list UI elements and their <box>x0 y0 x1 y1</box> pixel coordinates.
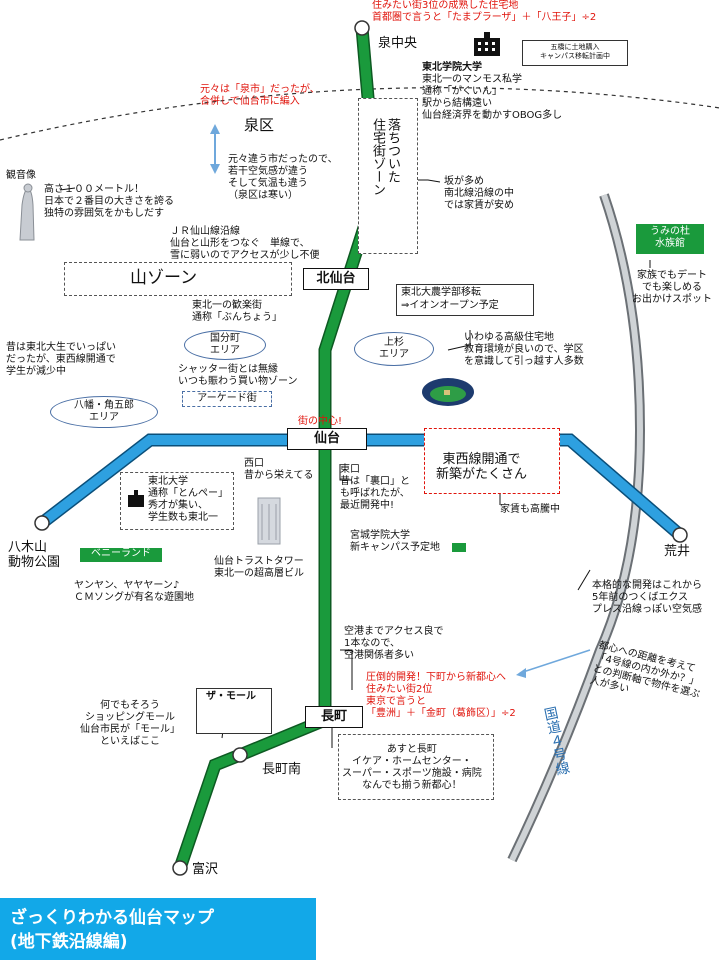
agriculture-move-box: 東北大農学部移転 ⇒イオンオープン予定 <box>396 284 534 316</box>
asuto-desc: あすと長町 イケア・ホームセンター・ スーパー・スポーツ施設・病院 なんでも揃う… <box>342 744 482 791</box>
shopping-street-desc: シャッター街とは無縁 いつも賑わう買い物ゾーン <box>178 364 298 387</box>
mall-desc: 何でもそろう ショッピングモール 仙台市民が「モール」 といえばここ <box>80 700 180 747</box>
title-line1: ざっくりわかる仙台マップ <box>10 908 214 928</box>
title-banner: ざっくりわかる仙台マップ (地下鉄沿線編) <box>0 898 316 960</box>
miyagi-gakuin-desc: 宮城学院大学 新キャンパス予定地 <box>350 530 440 553</box>
station-label-arai[interactable]: 荒井 <box>664 544 691 559</box>
arcade-label: アーケード街 <box>182 391 272 407</box>
residential-zone-box <box>358 98 418 254</box>
station-label-izumichuo[interactable]: 泉中央 <box>378 36 418 51</box>
station-label-nagamachi[interactable]: 長町 <box>305 706 363 728</box>
mountain-zone-label: 山ゾーン <box>130 268 198 288</box>
bennyland-desc: ヤンヤン、ヤヤヤーン♪ ＣＭソングが有名な遊園地 <box>74 580 194 603</box>
bennyland-label: ベニーランド <box>80 548 162 562</box>
airport-desc: 空港までアクセス良で 1本なので、 空港関係者多い <box>344 626 444 661</box>
university-building-icon <box>128 490 144 507</box>
tohoku-gakuin-name: 東北学院大学 <box>422 62 482 73</box>
tozai-new-box <box>424 428 560 494</box>
kannon-label: 観音像 <box>6 170 36 181</box>
izumi-boundary-line <box>0 87 720 141</box>
trust-tower-desc: 仙台トラストタワー 東北一の超高層ビル <box>214 556 304 579</box>
school-flag-icon <box>452 543 466 552</box>
station-marker-tomizawa[interactable] <box>172 860 188 876</box>
senzan-line-desc: ＪＲ仙山線沿線 仙台と山形をつなぐ 単線で、 雪に弱いのでアクセスが少し不便 <box>170 226 320 261</box>
kannon-desc: 高さ１００メートル！ 日本で２番目の大きさを誇る 独特の雰囲気をかもしだす <box>44 184 174 219</box>
tohoku-gakuin-desc: 東北一のマンモス私学 通称「がくいん」 駅から結構遠い 仙台経済界を動かすOBO… <box>422 74 563 121</box>
top-note-line2: 首都圏で言うと「たまプラーザ」＋「八王子」÷2 <box>372 12 597 23</box>
station-marker-nagamachiminami[interactable] <box>232 747 248 763</box>
station-label-sendai[interactable]: 仙台 <box>287 428 367 450</box>
title-line2: (地下鉄沿線編) <box>10 932 128 952</box>
arai-dev-desc: 本格的な開発はこれから 5年前のつくばエクス プレス沿線っぽい空気感 <box>592 580 702 615</box>
school-building-icon <box>474 32 500 56</box>
aquarium-desc: 家族でもデート でも楽しめる お出かけスポット <box>632 270 712 305</box>
route4-arrow <box>519 649 591 674</box>
aquarium-label: うみの杜 水族館 <box>636 224 704 254</box>
mall-box <box>196 688 272 734</box>
station-marker-yagiyama[interactable] <box>34 515 50 531</box>
nagamachi-dev-line1: 圧倒的開発！下町から新都心へ <box>366 672 506 683</box>
asuto-box <box>338 734 494 800</box>
station-label-yagiyama[interactable]: 八木山 動物公園 <box>8 540 61 570</box>
trust-tower-icon <box>257 497 281 545</box>
izumi-note: 元々は「泉市」だったが、 合併して仙台市に編入 <box>200 84 320 107</box>
stadium-icon <box>422 378 474 406</box>
tozai-rent-note: 家賃も高騰中 <box>500 504 560 515</box>
nagamachi-dev-line2: 住みたい街2位 <box>366 684 433 695</box>
kamisugi-desc: いわゆる高級住宅地 教育環境が良いので、学区 を意識して引っ越す人多数 <box>464 332 584 367</box>
station-label-tomizawa[interactable]: 富沢 <box>192 862 219 877</box>
residential-zone-label: 落ちついた 住宅街ゾーン <box>370 118 400 196</box>
yawata-desc: 昔は東北大生でいっぱい だったが、東西線開通で 学生が減少中 <box>6 342 116 377</box>
kamisugi-area[interactable]: 上杉 エリア <box>354 332 434 366</box>
kokubuncho-desc: 東北一の歓楽街 通称「ぶんちょう」 <box>192 300 282 323</box>
tohoku-gakuin-plan: 五橋に土地購入 キャンパス移転計画中 <box>522 40 628 66</box>
mountain-zone-box <box>64 262 292 296</box>
nagamachi-dev-line3: 東京で言うと <box>366 696 426 707</box>
west-exit-desc: 西口 昔から栄えてる <box>244 458 314 481</box>
top-note-line1: 住みたい街3位の成熟した住宅地 <box>372 0 519 11</box>
station-label-nagamachiminami[interactable]: 長町南 <box>262 762 302 777</box>
tohoku-univ-box <box>120 472 234 530</box>
city-center-label: 街の中心! <box>298 416 343 427</box>
izumi-hills-note: 坂が多め 南北線沿線の中 では家賃が安め <box>444 176 514 211</box>
east-exit-desc: 東口 昔は「裏口」と も呼ばれたが、 最近開発中! <box>340 464 410 511</box>
station-marker-arai[interactable] <box>672 527 688 543</box>
route4-road <box>509 194 644 862</box>
kannon-statue-icon <box>19 183 35 241</box>
mall-label: ザ・モール <box>206 691 256 702</box>
nagamachi-dev-line4: 「豊洲」＋「金町（葛飾区）」÷2 <box>366 708 516 719</box>
yawata-area[interactable]: 八幡・角五郎 エリア <box>50 396 158 428</box>
kokubuncho-area[interactable]: 国分町 エリア <box>184 330 266 360</box>
izumi-desc: 元々違う市だったので、 若干空気感が違う そして気温も違う （泉区は寒い） <box>228 154 338 201</box>
tohoku-univ-desc: 東北大学 通称「とんぺー」 秀才が集い、 学生数も東北一 <box>148 476 228 523</box>
tozai-new-text: 東西線開通で 新築がたくさん <box>436 452 528 482</box>
station-marker-izumichuo[interactable] <box>354 20 370 36</box>
izumi-label: 泉区 <box>244 116 275 134</box>
station-label-kitasendai[interactable]: 北仙台 <box>303 268 369 290</box>
